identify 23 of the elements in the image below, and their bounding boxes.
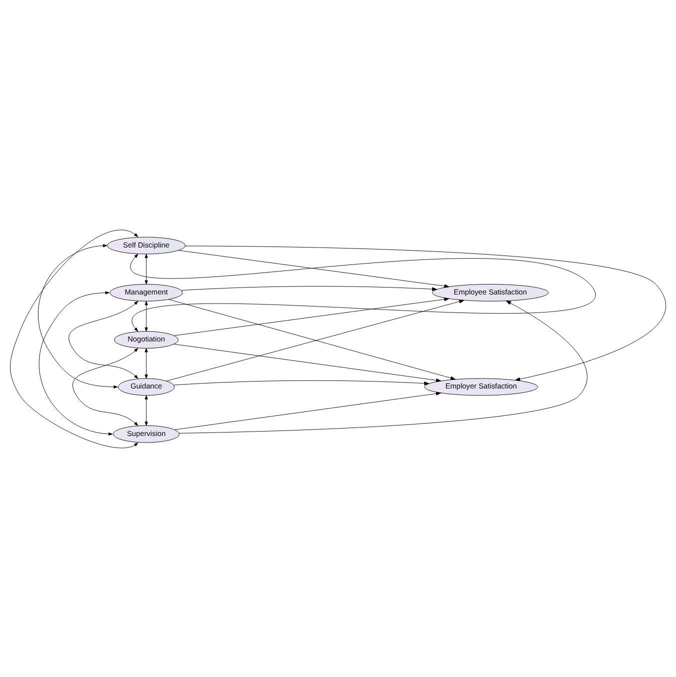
arrow	[38, 244, 118, 388]
arrow	[181, 286, 438, 290]
node-ellipse: Self Discipline	[107, 236, 186, 254]
arrow	[130, 253, 594, 332]
arrow	[174, 343, 442, 382]
node-ellipse: Supervision	[113, 424, 180, 442]
arrow	[144, 300, 148, 332]
node-ellipse: Guidance	[118, 378, 175, 396]
arrow	[38, 290, 113, 436]
node-ellipse: Management	[110, 284, 183, 301]
node-ellipse: Nogotiation	[114, 330, 178, 348]
arrow	[144, 394, 148, 426]
arrow	[174, 391, 442, 430]
arrow	[68, 300, 138, 378]
arrow	[174, 297, 450, 336]
arrow	[72, 348, 138, 426]
arrow	[174, 380, 430, 385]
arrow	[144, 348, 148, 378]
arrow	[144, 253, 148, 284]
arrow	[184, 245, 666, 380]
arrow	[178, 300, 588, 433]
arrow	[178, 250, 450, 288]
arrow	[10, 229, 138, 448]
